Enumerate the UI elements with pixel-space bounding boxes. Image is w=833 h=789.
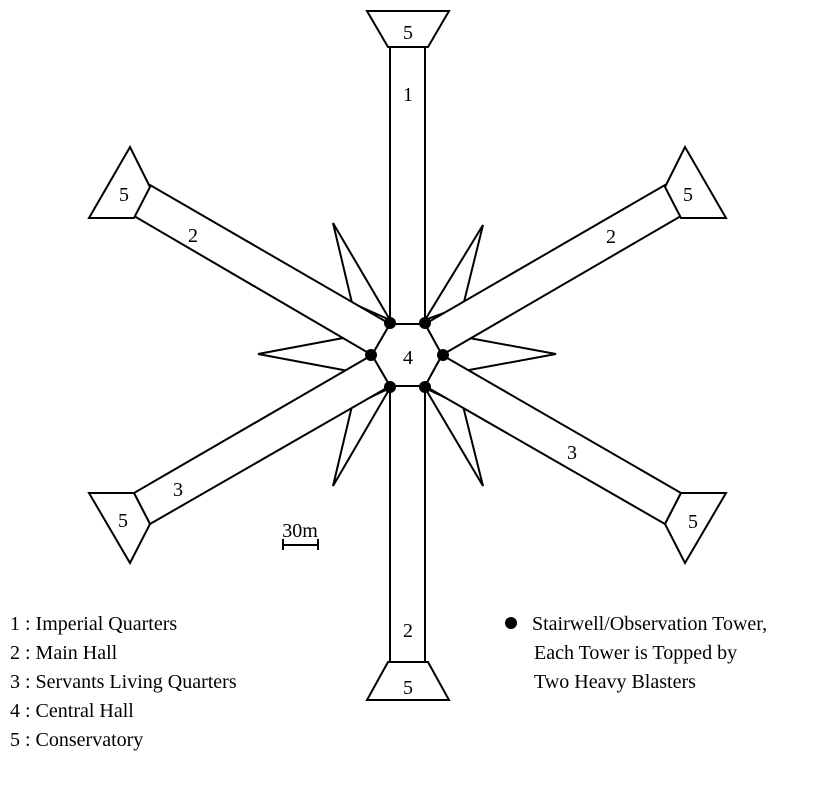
label-conservatory-lower-left: 5: [118, 510, 128, 532]
conservatory-lower-right: [663, 492, 728, 566]
label-central-hall: 4: [403, 347, 413, 369]
scale-bar-label: 30m: [282, 520, 318, 542]
legend-key: 1 : Imperial Quarters 2 : Main Hall 3 : …: [10, 610, 237, 755]
label-conservatory-upper-right: 5: [683, 184, 693, 206]
tower-dot: [437, 349, 449, 361]
conservatory-top: [365, 10, 451, 48]
conservatory-lower-left: [87, 492, 152, 566]
label-wing-bottom: 2: [403, 620, 413, 642]
conservatory-upper-right: [663, 144, 728, 219]
scale-bar: [282, 539, 319, 550]
tower-legend-line1: Stairwell/Observation Tower,: [532, 613, 768, 635]
conservatory-upper-left: [87, 144, 152, 219]
tower-legend-row: Stairwell/Observation Tower,: [505, 610, 767, 639]
label-conservatory-top: 5: [403, 22, 413, 44]
tower-legend-line3: Two Heavy Blasters: [534, 671, 696, 693]
label-wing-top: 1: [403, 84, 413, 106]
conservatory-bottom: [365, 661, 451, 701]
wing-upper-right: [423, 183, 683, 357]
tower-dot: [419, 381, 431, 393]
legend-item: 5 : Conservatory: [10, 729, 144, 751]
label-conservatory-upper-left: 5: [119, 184, 129, 206]
legend-item: 3 : Servants Living Quarters: [10, 671, 237, 693]
tower-dot-icon: [505, 617, 517, 629]
label-wing-lower-left: 3: [173, 479, 183, 501]
tower-dot: [419, 317, 431, 329]
tower-dot: [384, 381, 396, 393]
label-conservatory-lower-right: 5: [688, 511, 698, 533]
legend-item: 2 : Main Hall: [10, 642, 118, 664]
label-wing-lower-right: 3: [567, 442, 577, 464]
legend-item: 4 : Central Hall: [10, 700, 134, 722]
tower-legend-line2: Each Tower is Topped by: [534, 642, 738, 664]
label-wing-upper-left: 2: [188, 225, 198, 247]
label-conservatory-bottom: 5: [403, 677, 413, 699]
tower-legend: Stairwell/Observation Tower, Each Tower …: [505, 610, 767, 697]
legend-item: 1 : Imperial Quarters: [10, 613, 178, 635]
label-wing-upper-right: 2: [606, 226, 616, 248]
wing-upper-left: [132, 183, 392, 357]
tower-dot: [384, 317, 396, 329]
tower-dot: [365, 349, 377, 361]
wing-lower-right: [423, 353, 683, 526]
spike-upper-left: [332, 222, 393, 323]
